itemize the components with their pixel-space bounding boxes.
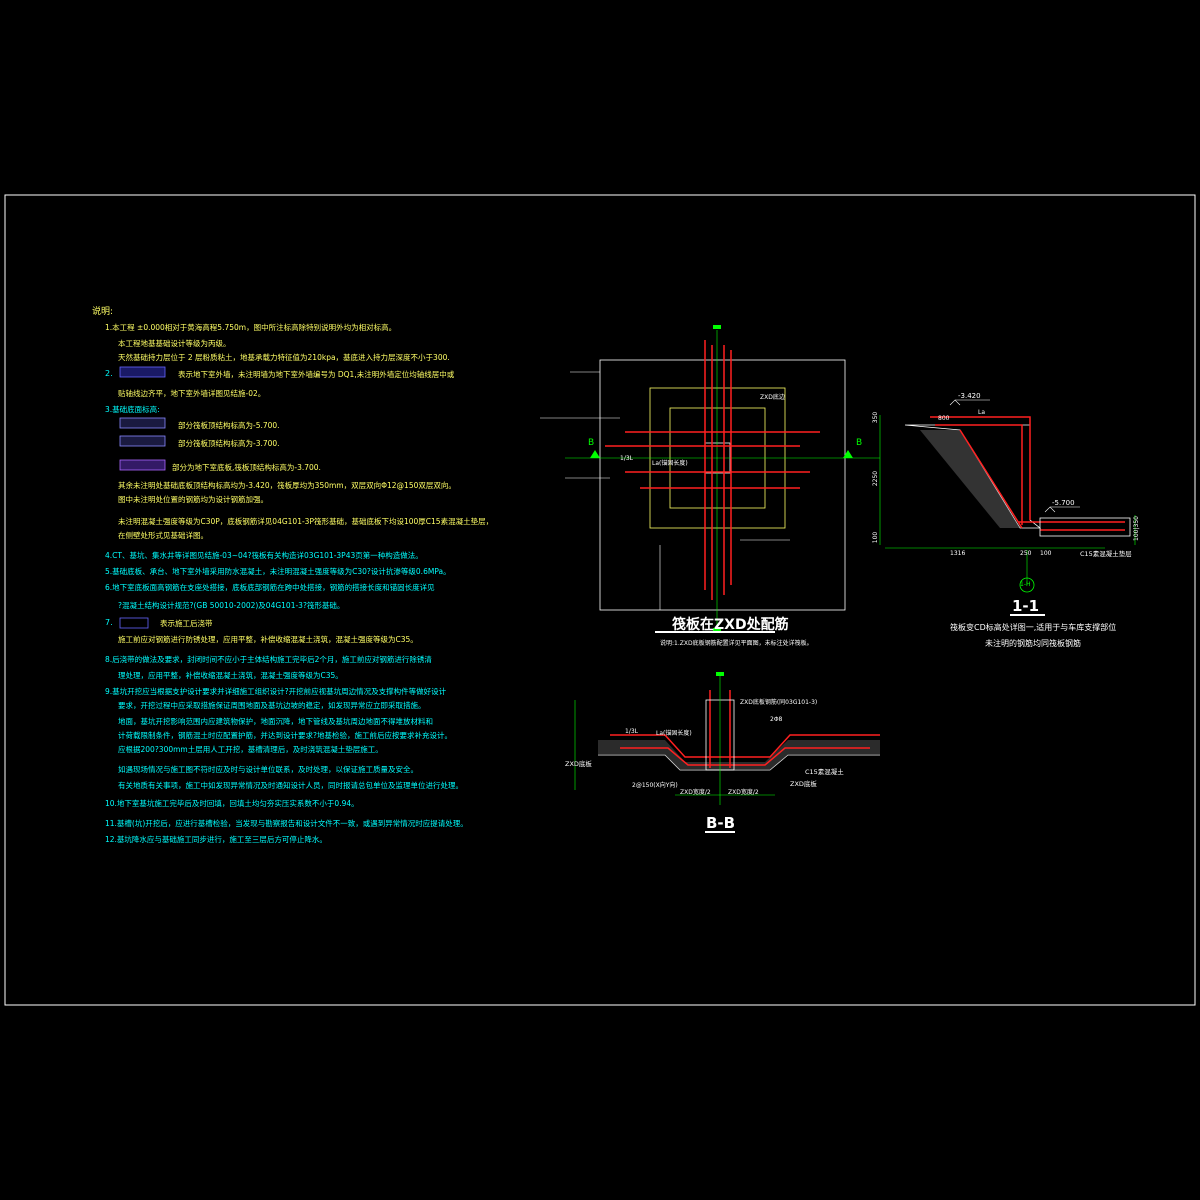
section-bb-tick [716,672,724,676]
section-11-dim-100: 100 [872,531,880,544]
note-line: 部分为地下室底板,筏板顶结构标高为-3.700. [172,463,321,472]
note-line: 6.地下室底板面高钢筋在支座处搭接，底板底部钢筋在跨中处搭接，钢筋的搭接长度和锚… [105,583,435,592]
notes-title: 说明: [92,307,114,317]
section-11-axis-bubble [1019,577,1035,593]
note-line: 9.基坑开挖应当根据支护设计要求并详细施工组织设计?开挖前应视基坑周边情况及支撑… [105,687,447,696]
plan-tick-bottom [713,628,721,632]
note-line: ?混凝土结构设计规范?(GB 50010-2002)及04G101-3?筏形基础… [118,601,345,610]
section-bb-label-13l: 1/3L [625,728,638,735]
note-line: 施工前应对钢筋进行防锈处理，应用平整，补偿收缩混凝土浇筑，混凝土强度等级为C35… [118,635,418,644]
note-line: 11.基槽(坑)开挖后，应进行基槽检验，当发现与勘察报告和设计文件不一致，或遇到… [105,819,468,828]
note-line: 表示地下室外墙，未注明墙为地下室外墙编号为 DQ1,未注明外墙定位均轴线居中或 [178,370,455,379]
note-line: 其余未注明处基础底板顶结构标高均为-3.420，筏板厚均为350mm，双层双向Φ… [118,481,456,490]
plan-outer-boundary [599,359,846,611]
section-11-elev-bot-marker [1044,506,1056,513]
note-line: 部分筏板顶结构标高为-5.700. [178,421,280,430]
section-11-dim-350: 350 [872,411,880,424]
note-line: 地面，基坑开挖影响范围内应建筑物保护，地面沉降，地下管线及基坑周边地面不得堆放材… [118,717,433,726]
section-11-elev-bottom: -5.700 [1052,499,1075,507]
note-line: 计荷载限制条件，钢筋混土时应配置护筋，并达到设计要求?地基检验，施工前后应按要求… [118,731,452,740]
legend-swatch-wall [119,366,166,378]
note-line: 图中未注明处位置的钢筋均为设计钢筋加强。 [118,495,268,504]
section-11-elev-top-marker [949,399,961,406]
drawing-frame [4,194,1196,1006]
note-line: 有关地质有关事项，施工中如发现异常情况及时通知设计人员，同时报请总包单位及监理单… [118,781,463,790]
section-11-dim-800: 800 [938,415,950,422]
plan-title: 筏板在ZXD处配筋 [672,617,789,633]
note-item-2-label: 2. [105,369,113,378]
section-11-dim-1316: 1316 [950,550,966,557]
note-line: 8.后浇带的做法及要求，封闭时间不应小于主体结构施工完毕后2个月，施工前应对钢筋… [105,655,432,664]
section-11-rebar-mid [935,424,1023,525]
note-line: 表示施工后浇带 [160,619,213,628]
plan-label-13l: 1/3L [620,455,633,462]
note-line: 如遇现场情况与施工图不符时应及时与设计单位联系，及时处理，以保证施工质量及安全。 [118,765,418,774]
section-bb-rebar-bot [620,747,870,766]
section-11-hatch [920,430,1020,528]
legend-swatch-370 [119,435,166,447]
note-line: 5.基础底板、承台、地下室外墙采用防水混凝土，未注明混凝土强度等级为C30?设计… [105,567,451,576]
section-bb-title: B-B [706,814,736,832]
legend-swatch-570 [119,417,166,429]
section-11-elev-top: -3.420 [958,392,981,400]
plan-label-b-right: B [856,438,863,448]
section-11-label-c15: C15素混凝土垫层 [1080,550,1132,558]
note-line: 部分筏板顶结构标高为-3.700. [178,439,280,448]
section-bb-label-top: ZXD底板钢筋(同03G101-3) [740,699,818,706]
section-bb-label-zxd-left: ZXD底板 [565,760,592,768]
note-item-7-label: 7. [105,618,113,627]
section-bb-label-2a8: 2Φ8 [770,716,783,723]
note-line: 4.CT、基坑、集水井等详图见结施-03~04?筏板有关构造详03G101-3P… [105,551,423,560]
section-11-label-la: La [978,409,986,416]
section-bb [574,672,880,833]
note-line: 10.地下室基坑施工完毕后及时回填，回填土均匀夯实压实系数不小于0.94。 [105,799,359,808]
plan-tick-top [713,325,721,329]
note-line: 应根据200?300mm土层用人工开挖，基槽清理后，及时浇筑混凝土垫层施工。 [118,745,383,754]
section-11-dim-2250: 2250 [872,470,880,487]
note-line: 天然基础持力层位于 2 层粉质粘土，地基承载力特征值为210kpa，基底进入持力… [118,353,450,362]
section-bb-label-zxd-right: ZXD底板 [790,780,817,788]
section-11-dim-100-350: 100|350 [1132,516,1140,541]
section-11-slab [1039,517,1131,537]
note-line: 未注明混凝土强度等级为C30P，底板钢筋详见04G101-3P筏形基础，基础底板… [118,517,494,526]
section-marker-b-left [590,450,600,458]
section-11-note-2: 未注明的钢筋均同筏板钢筋 [985,639,1081,648]
note-line: 理处理，应用平整，补偿收缩混凝土浇筑，混凝土强度等级为C35。 [118,671,343,680]
section-11-dim-250: 250 [1020,550,1032,557]
section-bb-label-la: La(锚固长度) [656,730,692,737]
section-11-note-1: 筏板变CD标高处详图一,适用于与车库支撑部位 [950,623,1117,632]
section-marker-b-right [843,450,853,458]
section-11-dim-100b: 100 [1040,550,1052,557]
plan-subtitle: 说明:1.ZXD底板钢筋配置详见平面图，未标注处详筏板。 [660,640,813,647]
note-line: 1.本工程 ±0.000相对于黄海高程5.750m，图中所注标高除特别说明外均为… [105,323,397,332]
note-line: 在侧壁处形式见基础详图。 [118,531,208,540]
note-line: 贴轴线边齐平，地下室外墙详图见结施-02。 [118,389,266,398]
plan-label-zxd: ZXD底边 [760,394,785,401]
note-line: 12.基坑降水应与基础施工同步进行，施工至三层后方可停止降水。 [105,835,327,844]
plan-view [540,325,880,633]
plan-label-b-left: B [588,438,595,448]
section-11 [879,399,1136,616]
legend-swatch-basement [119,459,166,471]
note-line: 本工程地基基础设计等级为丙级。 [118,339,231,348]
section-bb-label-spacing: 2@150(X向Y向) [632,782,678,789]
section-bb-label-dim-1: ZXD宽度/2 [680,789,711,796]
section-bb-rebar-top [610,734,880,758]
section-11-rebar-top [930,416,1031,520]
section-11-axis-label: 1-H [1020,581,1031,588]
section-11-rebar-slope [959,429,1023,529]
section-bb-label-c15: C15素混凝土 [805,768,844,776]
section-bb-label-dim-2: ZXD宽度/2 [728,789,759,796]
note-line: 3.基础底面标高: [105,405,160,414]
note-line: 要求，开挖过程中应采取措施保证周围地面及基坑边坡的稳定，如发现异常应立即采取措施… [118,701,426,710]
legend-swatch-postcast [119,617,149,629]
section-11-title: 1-1 [1012,597,1040,615]
plan-label-la: La(锚固长度) [652,460,688,467]
